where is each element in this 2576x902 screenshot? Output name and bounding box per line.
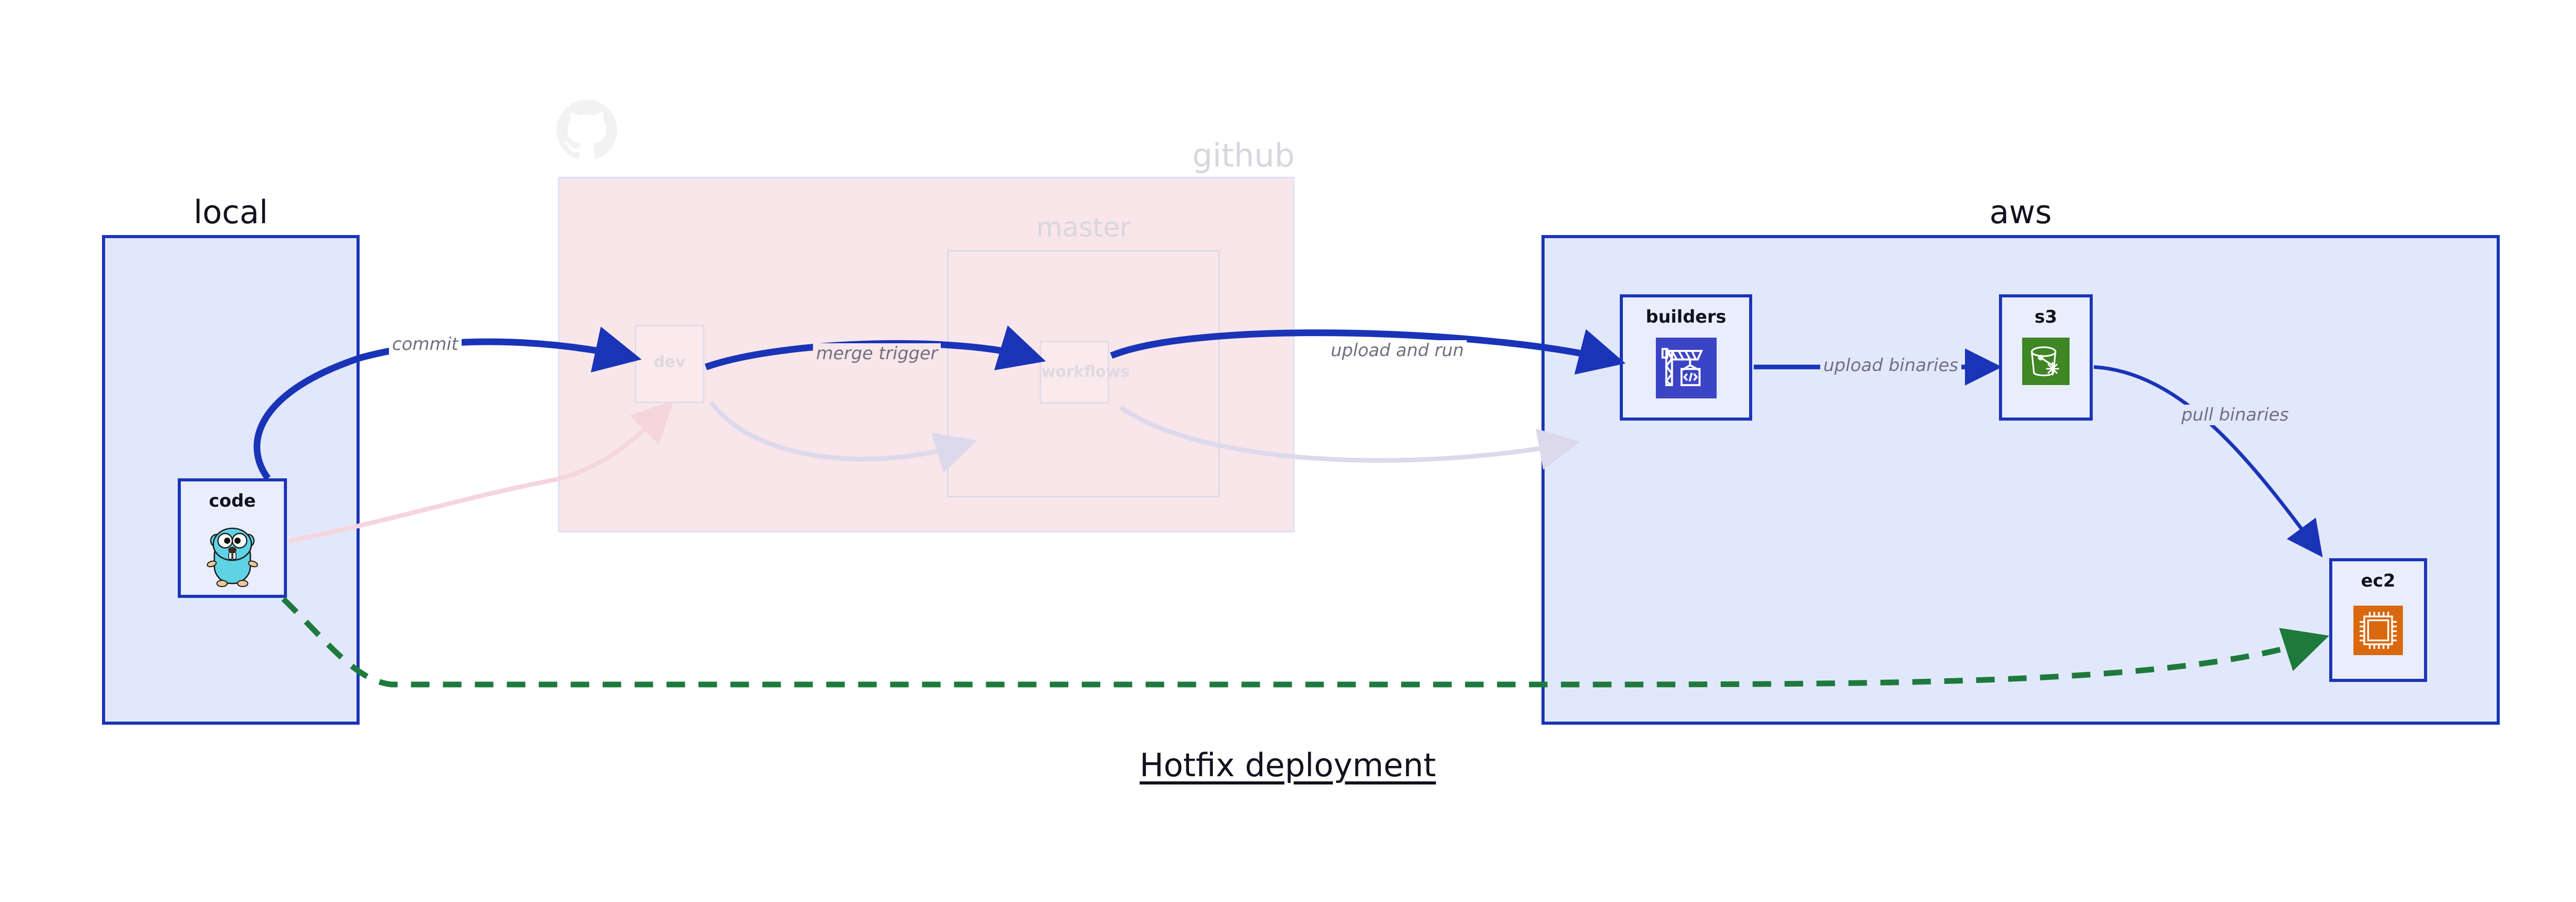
github-octocat-icon (556, 98, 617, 164)
edge-dev-workflows-faded (709, 400, 978, 473)
diagram-caption: Hotfix deployment (1140, 746, 1436, 784)
aws-codebuild-icon (1623, 338, 1749, 398)
node-builders[interactable]: builders (1620, 294, 1752, 421)
edge-upload-and-run (1110, 329, 1626, 375)
edge-label-upload-and-run: upload and run (1328, 340, 1467, 361)
edge-label-pull-binaries: pull binaries (2178, 405, 2292, 425)
node-ec2[interactable]: ec2 (2329, 558, 2427, 682)
edge-code-ec2-dashed (281, 597, 2329, 688)
node-dev[interactable]: dev (635, 325, 704, 403)
edge-workflows-builders-faded (1119, 405, 1581, 470)
edge-code-dev-faded (288, 400, 674, 544)
node-ec2-label: ec2 (2361, 571, 2396, 591)
cluster-title-master: master (1036, 212, 1131, 243)
node-s3[interactable]: s3 (1999, 294, 2093, 421)
cluster-master (947, 250, 1220, 497)
node-s3-label: s3 (2035, 307, 2057, 327)
cluster-title-local: local (193, 193, 268, 231)
edge-label-commit: commit (389, 334, 462, 355)
node-code-label: code (209, 491, 256, 511)
cluster-title-github: github (1192, 137, 1295, 174)
edge-pull-binaries (2093, 365, 2323, 558)
aws-ec2-chip-icon (2332, 606, 2424, 655)
node-dev-label: dev (653, 353, 686, 371)
go-gopher-icon (181, 524, 284, 588)
node-code[interactable]: code (178, 478, 287, 598)
edge-commit (253, 326, 642, 480)
edge-label-upload-binaries: upload binaries (1820, 355, 1962, 376)
edge-label-merge-trigger: merge trigger (813, 343, 941, 364)
cluster-title-aws: aws (1989, 193, 2052, 231)
aws-s3-glacier-icon (2002, 338, 2090, 385)
node-builders-label: builders (1646, 307, 1726, 327)
